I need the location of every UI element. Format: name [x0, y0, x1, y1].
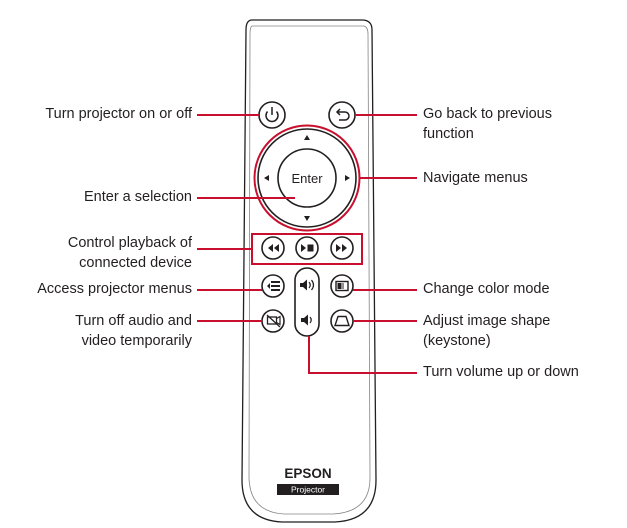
label-back-line1: Go back to previous	[423, 106, 552, 122]
enter-button-label: Enter	[291, 171, 323, 186]
label-playback-line1: Control playback of	[67, 235, 192, 251]
play-pause-icon	[301, 244, 314, 252]
label-playback: Control playback of connected device	[68, 233, 192, 273]
color-mode-button[interactable]	[330, 274, 354, 298]
av-mute-icon	[266, 314, 281, 328]
model-badge-label: Projector	[291, 485, 325, 495]
label-color: Change color mode	[423, 279, 550, 299]
rewind-button[interactable]	[261, 236, 285, 260]
power-icon	[265, 107, 279, 123]
keystone-icon	[334, 315, 350, 327]
label-enter-text: Enter a selection	[83, 189, 192, 205]
rewind-icon	[268, 244, 279, 252]
fast-forward-icon	[336, 244, 347, 252]
label-av-mute-line1: Turn off audio and	[75, 313, 192, 329]
fast-forward-button[interactable]	[330, 236, 354, 260]
label-color-text: Change color mode	[423, 281, 550, 297]
label-menu-text: Access projector menus	[37, 281, 192, 297]
model-badge: Projector	[277, 484, 339, 495]
up-arrow-icon[interactable]	[304, 135, 310, 140]
volume-down-icon[interactable]	[301, 314, 312, 326]
label-av-mute: Turn off audio and video temporarily	[75, 311, 192, 351]
down-arrow-icon[interactable]	[304, 216, 310, 221]
label-keystone-line2: (keystone)	[423, 333, 491, 349]
label-keystone-line1: Adjust image shape	[423, 313, 551, 329]
keystone-button[interactable]	[330, 309, 354, 333]
label-navigate: Navigate menus	[423, 168, 528, 188]
label-power: Turn projector on or off	[45, 104, 192, 124]
label-enter: Enter a selection	[84, 187, 192, 207]
callout-navigate-ring	[253, 124, 361, 232]
color-mode-icon	[335, 280, 349, 292]
label-navigate-text: Navigate menus	[423, 170, 528, 186]
volume-rocker[interactable]	[294, 267, 320, 337]
av-mute-button[interactable]	[261, 309, 285, 333]
label-power-text: Turn projector on or off	[45, 106, 192, 122]
label-volume-text: Turn volume up or down	[423, 364, 579, 380]
brand-logo: EPSON	[284, 466, 331, 481]
callout-volume	[308, 336, 417, 374]
menu-button[interactable]	[261, 274, 285, 298]
right-arrow-icon[interactable]	[345, 175, 350, 181]
back-button[interactable]	[328, 101, 356, 129]
back-icon	[335, 108, 350, 121]
callout-lines	[197, 114, 417, 374]
label-back: Go back to previous function	[423, 104, 552, 144]
label-av-mute-line2: video temporarily	[81, 333, 192, 349]
label-menu: Access projector menus	[37, 279, 192, 299]
enter-button[interactable]: Enter	[277, 148, 337, 208]
label-back-line2: function	[423, 126, 474, 142]
label-volume: Turn volume up or down	[423, 362, 579, 382]
label-keystone: Adjust image shape (keystone)	[423, 311, 550, 351]
menu-icon	[267, 281, 280, 291]
play-pause-button[interactable]	[295, 236, 319, 260]
label-playback-line2: connected device	[79, 255, 192, 271]
remote-control-body	[241, 19, 377, 523]
left-arrow-icon[interactable]	[264, 175, 269, 181]
power-button[interactable]	[258, 101, 286, 129]
volume-up-icon[interactable]	[300, 279, 315, 291]
